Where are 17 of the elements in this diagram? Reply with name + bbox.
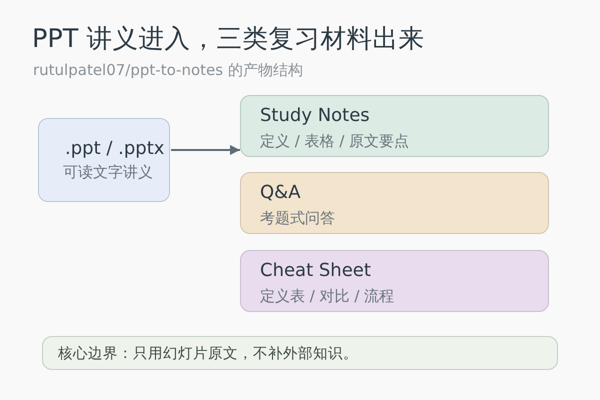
output-box xyxy=(240,172,549,234)
input-box xyxy=(38,118,170,202)
output-description: 定义 / 表格 / 原文要点 xyxy=(260,132,410,151)
output-title: Study Notes xyxy=(260,105,370,126)
subtitle: rutulpatel07/ppt-to-notes 的产物结构 xyxy=(33,61,303,80)
output-title: Q&A xyxy=(260,182,301,203)
output-box xyxy=(240,95,549,157)
note-text: 核心边界：只用幻灯片原文，不补外部知识。 xyxy=(58,344,358,363)
format-label: .ppt / .pptx xyxy=(65,138,164,159)
output-title: Cheat Sheet xyxy=(260,260,371,281)
note-box xyxy=(42,336,558,370)
title: PPT 讲义进入，三类复习材料出来 xyxy=(32,23,424,56)
output-description: 定义表 / 对比 / 流程 xyxy=(260,287,394,306)
arrow xyxy=(171,145,240,155)
input-description: 可读文字讲义 xyxy=(63,163,153,182)
output-description: 考题式问答 xyxy=(260,209,335,228)
output-box xyxy=(240,250,549,312)
